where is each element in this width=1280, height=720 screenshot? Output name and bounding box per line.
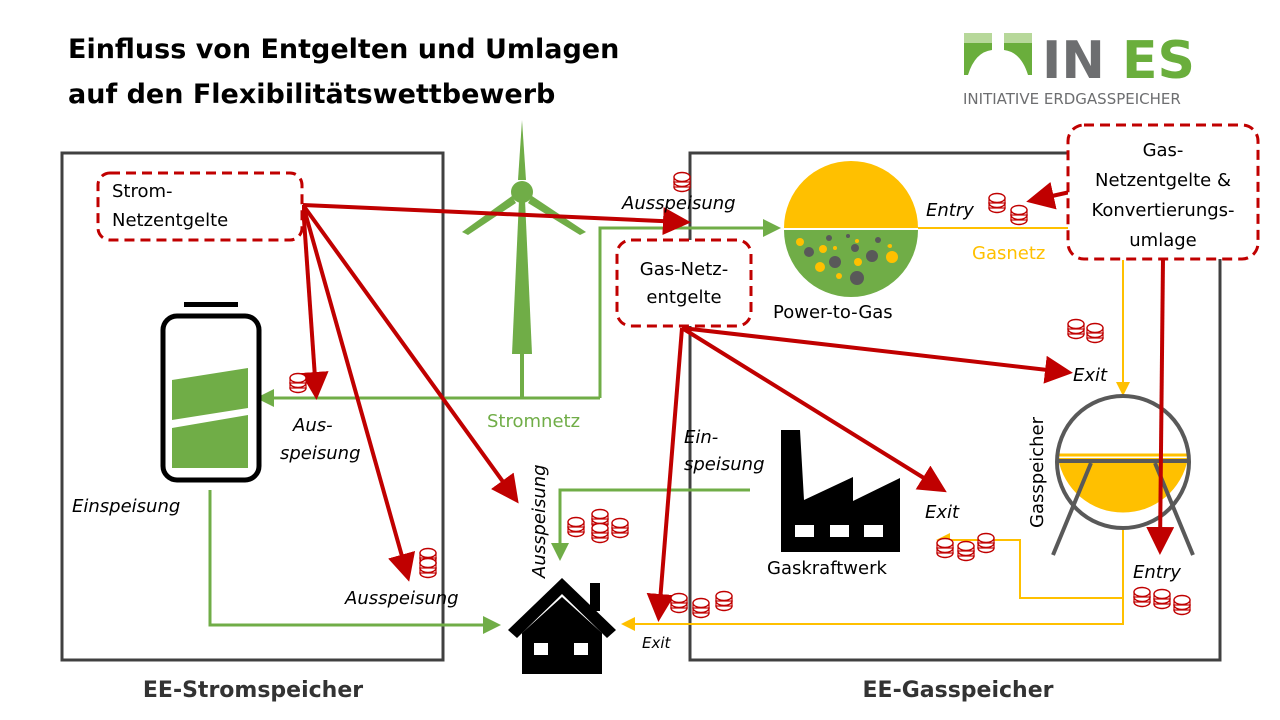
label-exit-plant: Exit — [925, 502, 960, 523]
fee-box-gas-right-line4: umlage — [1129, 230, 1196, 251]
fee-box-gas-mid: Gas-Netz- entgelte — [615, 238, 753, 328]
ines-logo: IN ES INITIATIVE ERDGASSPEICHER — [963, 31, 1195, 108]
label-ausspeisung-vertical: Ausspeisung — [529, 464, 550, 579]
label-aus-line1: Aus- — [292, 415, 333, 436]
fee-box-gas-mid-line2: entgelte — [646, 287, 721, 308]
ee-stromspeicher-box — [60, 151, 445, 662]
logo-name-part1: IN — [1042, 31, 1105, 91]
label-gaskraftwerk: Gaskraftwerk — [767, 558, 887, 579]
ee-gasspeicher-box — [688, 151, 1222, 662]
title-line-2: auf den Flexibilitätswettbewerb — [68, 79, 555, 110]
section-title-gasspeicher: EE-Gasspeicher — [863, 678, 1054, 703]
label-gasspeicher: Gasspeicher — [1027, 416, 1048, 528]
house-icon — [508, 578, 616, 674]
fee-arrows — [300, 181, 1175, 622]
fee-box-strom-line2: Netzentgelte — [112, 210, 228, 231]
logo-name-part2: ES — [1122, 31, 1195, 91]
wind-turbine-icon — [462, 120, 586, 398]
coins-icon — [419, 547, 437, 579]
factory-icon — [781, 430, 900, 552]
label-ausspeisung-bottom: Ausspeisung — [344, 588, 459, 609]
coins-icon — [988, 192, 1028, 226]
label-gasnetz: Gasnetz — [972, 243, 1045, 264]
label-ein-line2: speisung — [684, 454, 765, 475]
label-aus-line2: speisung — [280, 443, 361, 464]
coins-icon — [567, 508, 629, 544]
label-power-to-gas: Power-to-Gas — [773, 302, 893, 323]
coins-icon — [1067, 318, 1104, 344]
label-ausspeisung-top: Ausspeisung — [621, 193, 736, 214]
coins-icon — [1133, 586, 1191, 616]
ines-logo-mark-icon — [964, 33, 1032, 75]
label-einspeisung-left: Einspeisung — [72, 496, 180, 517]
label-entry-storage: Entry — [1133, 562, 1181, 583]
title-line-1: Einfluss von Entgelten und Umlagen — [68, 34, 619, 65]
gas-storage-tank-icon — [1051, 394, 1195, 556]
power-to-gas-icon — [784, 161, 918, 297]
label-ein-line1: Ein- — [684, 427, 718, 448]
label-stromnetz: Stromnetz — [487, 411, 580, 432]
section-title-stromspeicher: EE-Stromspeicher — [143, 678, 363, 703]
coins-icon — [936, 532, 995, 562]
coins-icon — [289, 372, 307, 394]
fee-box-gas-right-line1: Gas- — [1143, 140, 1184, 161]
coins-icon — [673, 171, 691, 193]
logo-subtitle: INITIATIVE ERDGASSPEICHER — [963, 90, 1181, 108]
battery-icon — [160, 302, 262, 483]
fee-box-strom-line1: Strom- — [112, 181, 173, 202]
label-exit-storage: Exit — [1073, 365, 1108, 386]
fee-box-gas-right-line2: Netzentgelte & — [1095, 170, 1231, 191]
fee-box-strom: Strom- Netzentgelte — [96, 171, 304, 242]
label-exit-house: Exit — [642, 634, 672, 652]
label-entry-top: Entry — [926, 200, 974, 221]
fee-box-gas-right-line3: Konvertierungs- — [1091, 200, 1234, 221]
fee-box-gas-mid-line1: Gas-Netz- — [640, 259, 728, 280]
coins-icon — [670, 590, 733, 619]
fee-box-gas-right: Gas- Netzentgelte & Konvertierungs- umla… — [1066, 123, 1260, 261]
